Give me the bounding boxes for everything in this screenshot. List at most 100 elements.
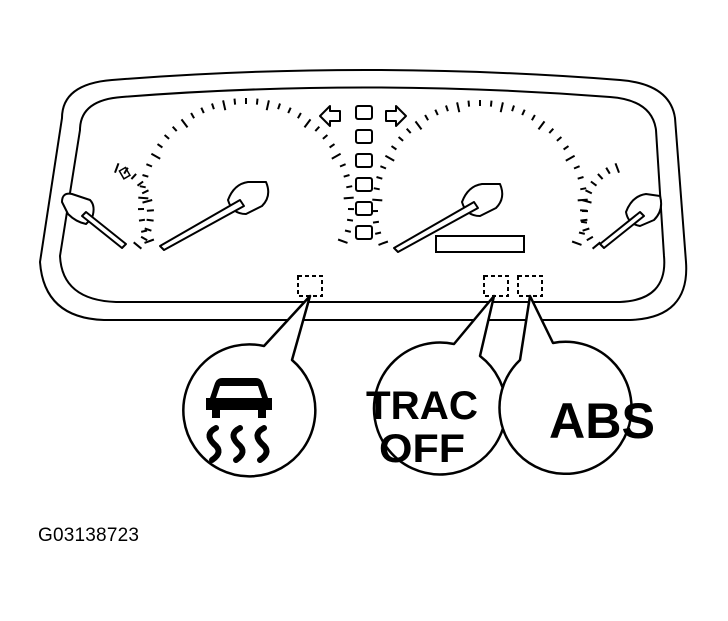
gauge-tick xyxy=(573,165,580,170)
abs-label: ABS xyxy=(549,393,655,449)
gauge-tick xyxy=(329,143,336,149)
temperature-gauge-needle xyxy=(599,193,663,249)
gauge-tick xyxy=(405,128,412,134)
gauge-tick xyxy=(384,154,395,162)
gauge-tick xyxy=(565,154,576,162)
gauge-tick xyxy=(374,231,382,235)
gauge-tick xyxy=(144,227,152,232)
gauge-tick xyxy=(222,100,227,111)
gauge-tick xyxy=(344,229,352,233)
speedometer-tick-marks xyxy=(137,98,355,244)
gauge-tick xyxy=(331,152,342,160)
gauge-tick xyxy=(343,196,354,200)
gauge-tick xyxy=(171,126,178,132)
gauge-tick xyxy=(190,112,195,119)
tachometer-tick-marks xyxy=(371,100,589,246)
turn-signal-left-arrow-icon xyxy=(319,105,341,127)
gauge-tick xyxy=(563,145,570,151)
gauge-tick xyxy=(577,176,584,180)
gauge-tick xyxy=(343,174,350,178)
gauge-tick xyxy=(521,109,526,116)
gauge-tick xyxy=(322,134,329,140)
indicator-lamp-column xyxy=(355,105,373,240)
gauge-tick xyxy=(139,185,146,189)
gauge-tick xyxy=(136,180,144,187)
gauge-tick xyxy=(314,126,321,132)
gauge-tick xyxy=(233,98,237,105)
gauge-tick xyxy=(585,189,593,195)
gauge-tick xyxy=(424,114,429,121)
gauge-tick xyxy=(556,136,563,142)
abs-lamp-location xyxy=(517,275,543,297)
abs-callout xyxy=(498,294,633,476)
fuel-pump-icon xyxy=(118,166,131,180)
gauge-tick xyxy=(297,112,302,119)
turn-signal-right-arrow-icon xyxy=(385,105,407,127)
warning-lamp-locations xyxy=(297,275,543,297)
gauge-tick xyxy=(150,152,161,160)
gauge-tick xyxy=(303,118,312,129)
gauge-tick xyxy=(456,102,461,113)
gauge-tick xyxy=(590,180,598,187)
fuel-gauge-needle xyxy=(61,192,127,249)
trac-off-line1: TRAC xyxy=(366,384,478,428)
gauge-tick xyxy=(581,199,592,204)
gauge-tick xyxy=(142,174,149,178)
gauge-tick xyxy=(265,100,270,111)
gauge-tick xyxy=(114,162,120,174)
gauge-tick xyxy=(141,189,149,195)
gauge-tick xyxy=(591,241,601,250)
gauge-tick xyxy=(489,100,493,107)
trac-off-line2: OFF xyxy=(379,427,465,471)
gauge-tick xyxy=(372,198,383,202)
trac-off-lamp-location xyxy=(483,275,509,297)
gauge-tick xyxy=(467,100,471,107)
speedometer-needle xyxy=(159,181,270,251)
gauge-tick xyxy=(211,103,215,110)
gauge-tick xyxy=(582,227,590,232)
gauge-tick xyxy=(130,173,137,180)
gauge-tick xyxy=(144,238,155,244)
gauge-tick xyxy=(376,176,383,180)
gauge-tick xyxy=(138,218,146,222)
gauge-tick xyxy=(537,120,546,130)
gauge-tick xyxy=(138,196,149,200)
gauge-tick xyxy=(397,136,404,142)
gauge-tick xyxy=(580,209,588,212)
tachometer-needle xyxy=(393,183,504,253)
gauge-tick xyxy=(156,143,163,149)
gauge-tick xyxy=(200,107,205,114)
gauge-tick xyxy=(346,218,354,222)
gauge-tick xyxy=(146,209,154,212)
gauge-tick xyxy=(339,163,346,168)
slip-indicator-lamp-location xyxy=(297,275,323,297)
gauge-tick xyxy=(180,118,189,129)
gauge-tick xyxy=(378,240,389,246)
odometer-display xyxy=(435,235,525,253)
gauge-tick xyxy=(580,187,587,191)
gauge-tick xyxy=(605,167,611,175)
gauge-tick xyxy=(578,231,586,235)
gauge-tick xyxy=(337,238,348,244)
cluster-housing xyxy=(38,69,688,321)
temperature-gauge-tick-marks xyxy=(580,162,620,250)
gauge-tick xyxy=(390,145,397,151)
gauge-tick xyxy=(597,173,604,180)
gauge-tick xyxy=(580,218,588,222)
gauge-tick xyxy=(614,162,620,174)
gauge-tick xyxy=(580,220,588,224)
gauge-tick xyxy=(511,105,515,112)
gauge-tick xyxy=(445,105,449,112)
gauge-tick xyxy=(434,109,439,116)
gauge-tick xyxy=(414,120,423,130)
gauge-tick xyxy=(571,240,582,246)
gauge-tick xyxy=(372,220,380,224)
gauge-tick xyxy=(586,235,594,242)
gauge-tick xyxy=(123,167,129,175)
gauge-tick xyxy=(380,165,387,170)
gauge-tick xyxy=(133,241,143,250)
gauge-needles xyxy=(61,181,663,253)
gauge-tick xyxy=(346,185,353,189)
gauge-tick xyxy=(140,235,148,242)
